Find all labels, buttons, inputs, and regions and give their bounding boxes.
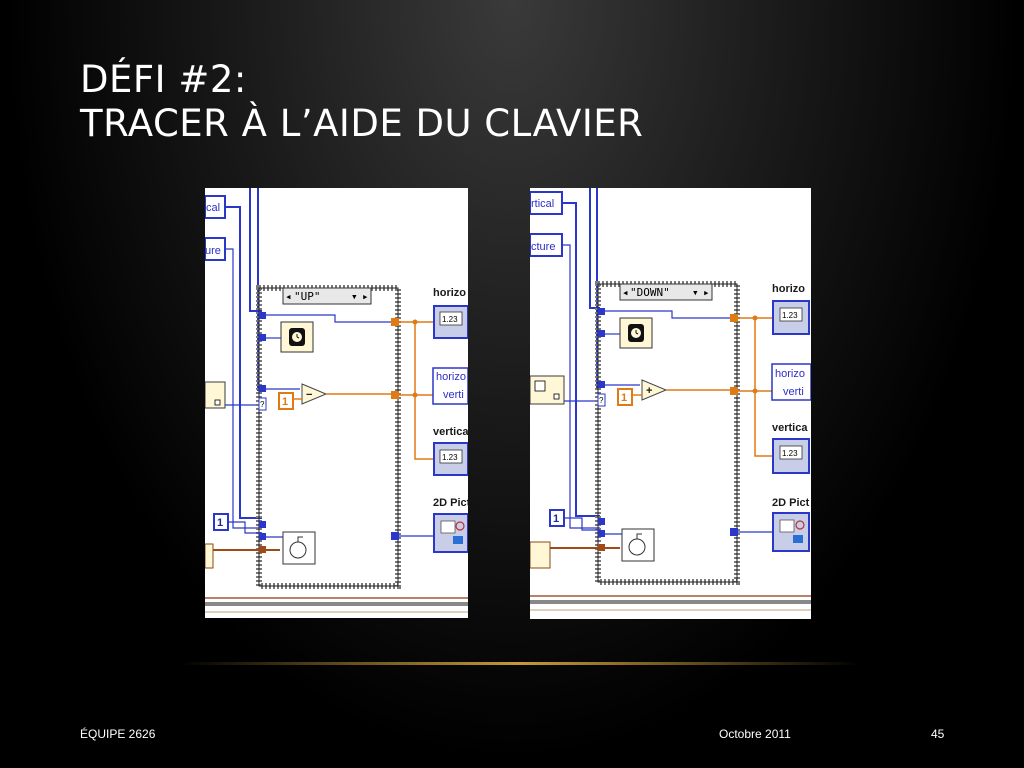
tunnel <box>259 521 266 528</box>
terminal-picture-label: ure <box>205 245 221 257</box>
labview-diagram-down: rtical cture ◂ "DOWN" ▾ ▸ ? + 1 horizo 1… <box>530 188 811 619</box>
operator-symbol: − <box>306 389 312 401</box>
tunnel <box>259 385 266 392</box>
terminal-picture-label: cture <box>531 241 555 253</box>
footer-date: Octobre 2011 <box>719 727 791 741</box>
case-selector[interactable] <box>619 283 713 301</box>
case-structure <box>256 285 401 589</box>
svg-text:verti: verti <box>443 389 464 401</box>
svg-text:horizo: horizo <box>436 371 466 383</box>
tunnel <box>259 334 266 341</box>
indicator-2dpicture-label: 2D Pict <box>433 497 468 509</box>
indicator-2dpicture-label: 2D Pict <box>772 497 810 509</box>
tunnel <box>730 387 738 395</box>
terminal-vertical-label: rtical <box>531 198 554 210</box>
indicator-vertical-label: vertica <box>433 426 468 438</box>
constant-one <box>278 392 294 410</box>
footer-divider <box>180 662 860 665</box>
svg-text:1: 1 <box>217 517 223 529</box>
tunnel <box>598 518 605 525</box>
page-number: 45 <box>931 727 945 741</box>
tunnel <box>730 528 738 536</box>
add-function <box>641 379 668 401</box>
tunnel <box>598 308 605 315</box>
svg-text:?: ? <box>260 400 265 409</box>
tunnel <box>259 312 266 319</box>
svg-text:1.23: 1.23 <box>442 315 458 324</box>
case-selector-value: "UP" <box>294 290 321 303</box>
svg-text:horizo: horizo <box>775 368 805 380</box>
subtract-function <box>301 383 328 405</box>
case-selector[interactable] <box>282 287 372 305</box>
footer-team: ÉQUIPE 2626 <box>80 727 156 741</box>
svg-text:▸: ▸ <box>362 290 369 303</box>
title-line-2: TRACER À L’AIDE DU CLAVIER <box>80 102 644 145</box>
constant-one <box>617 388 633 406</box>
tunnel <box>730 314 738 322</box>
indicator-horizontal-label: horizo <box>772 283 805 295</box>
tunnel <box>391 532 399 540</box>
svg-text:◂: ◂ <box>285 290 292 303</box>
case-selector-value: "DOWN" <box>630 286 670 299</box>
labview-diagram-up: cal ure ◂ "UP" ▾ ▸ ? − 1 horizo 1.23 <box>205 188 468 618</box>
svg-text:▾: ▾ <box>692 286 699 299</box>
case-structure <box>595 281 740 585</box>
svg-text:1.23: 1.23 <box>442 453 458 462</box>
svg-text:?: ? <box>599 396 604 405</box>
title-line-1: DÉFI #2: <box>80 58 247 101</box>
tunnel <box>598 544 605 551</box>
tunnel <box>259 533 266 540</box>
indicator-vertical-label: vertica <box>772 422 808 434</box>
svg-text:1: 1 <box>621 392 627 404</box>
svg-text:▸: ▸ <box>703 286 710 299</box>
svg-text:◂: ◂ <box>622 286 629 299</box>
tunnel <box>598 330 605 337</box>
svg-text:1: 1 <box>553 513 559 525</box>
cluster-bundle <box>771 363 811 401</box>
tunnel <box>597 393 606 407</box>
tunnel <box>259 546 266 553</box>
tunnel <box>391 318 399 326</box>
indicator-horizontal-label: horizo <box>433 287 466 299</box>
slide-title: DÉFI #2: TRACER À L’AIDE DU CLAVIER <box>80 58 643 146</box>
tunnel <box>598 381 605 388</box>
ms-timer-icon <box>282 531 316 565</box>
terminal-vertical-label: cal <box>206 202 220 214</box>
svg-text:1.23: 1.23 <box>782 449 798 458</box>
svg-text:1.23: 1.23 <box>782 311 798 320</box>
tunnel <box>391 391 399 399</box>
svg-text:1: 1 <box>282 396 288 408</box>
tunnel <box>258 397 267 411</box>
svg-text:verti: verti <box>783 386 804 398</box>
tunnel <box>598 530 605 537</box>
cluster-bundle <box>432 367 468 405</box>
operator-symbol: + <box>646 385 652 397</box>
svg-text:▾: ▾ <box>351 290 358 303</box>
